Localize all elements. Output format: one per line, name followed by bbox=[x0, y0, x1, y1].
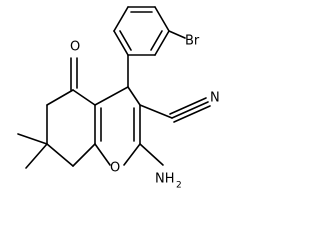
bond-c2-o1 bbox=[123, 143, 141, 166]
atom-bromine-label: Br bbox=[185, 34, 200, 49]
bond-triple-2 bbox=[169, 97, 207, 115]
bond-c7-c8 bbox=[46, 143, 74, 167]
atom-nitrile-nitrogen-label: N bbox=[210, 91, 220, 106]
bond-c4-c3 bbox=[127, 86, 141, 106]
bond-phenyl-inner-2 bbox=[150, 30, 163, 51]
bond-c4a-c5 bbox=[72, 89, 96, 106]
bond-c7-methyl-2 bbox=[25, 143, 48, 169]
bond-o1-c8a bbox=[94, 143, 111, 166]
bond-c-br bbox=[168, 30, 186, 39]
bond-phenyl-6 bbox=[113, 6, 129, 32]
bond-phenyl-5 bbox=[113, 30, 129, 56]
atom-ring-oxygen-label: O bbox=[110, 161, 120, 176]
bond-triple-1 bbox=[171, 101, 209, 119]
bond-c3-cn bbox=[139, 104, 173, 119]
bond-c4a-c4 bbox=[94, 86, 129, 106]
bond-phenyl-3 bbox=[154, 30, 170, 56]
bond-c8-c8a bbox=[72, 143, 96, 167]
atom-amino-subscript: 2 bbox=[176, 181, 182, 191]
bond-lines bbox=[17, 6, 211, 169]
bond-c7-methyl-1 bbox=[17, 133, 48, 145]
bond-triple-3 bbox=[173, 105, 211, 123]
atom-ketone-oxygen-label: O bbox=[70, 40, 80, 55]
bond-c2-nh2 bbox=[139, 143, 164, 166]
bond-c5-c6 bbox=[46, 89, 74, 106]
bond-phenyl-inner-3 bbox=[119, 30, 132, 51]
atom-amino-label-line1: NH bbox=[155, 172, 175, 187]
bond-phenyl-2 bbox=[154, 6, 170, 32]
chemical-structure-diagram: Br O O N NH 2 bbox=[17, 6, 220, 191]
